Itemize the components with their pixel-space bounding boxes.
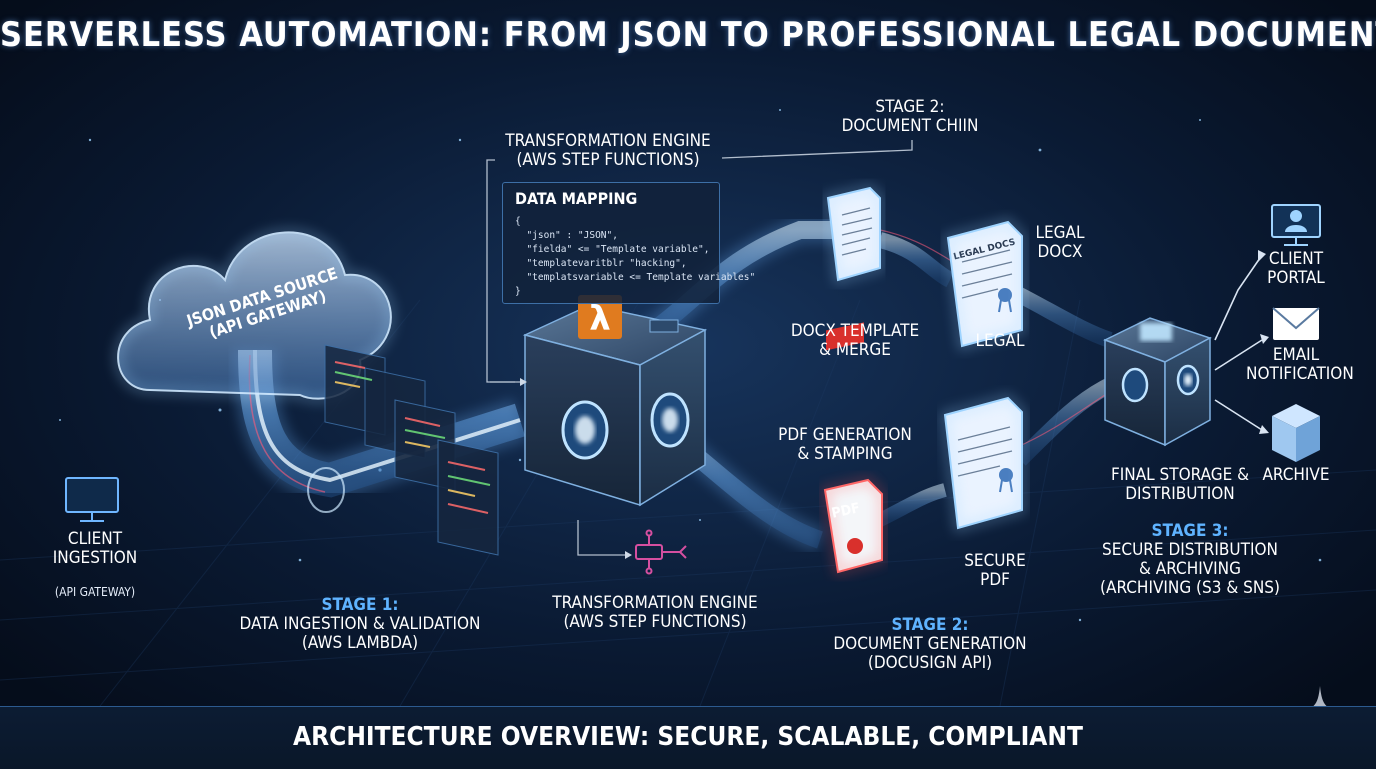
transformation-engine-bottom-label: TRANSFORMATION ENGINE (AWS STEP FUNCTION…	[540, 593, 770, 633]
final-storage-line-1: FINAL STORAGE &	[1110, 465, 1250, 485]
svg-text:λ: λ	[589, 299, 611, 339]
stage2-top-line-2: DOCUMENT CHIIN	[841, 116, 979, 137]
transformation-engine-top-label: TRANSFORMATION ENGINE (AWS STEP FUNCTION…	[493, 131, 723, 171]
stage1-line-2: (AWS LAMBDA)	[301, 633, 419, 654]
data-mapping-panel: DATA MAPPING { "json" : "JSON", "fielda"…	[502, 182, 755, 304]
client-ingestion-label: CLIENT INGESTION	[40, 529, 150, 569]
email-notification-line-1: EMAIL	[1272, 345, 1320, 365]
archive-label: ARCHIVE	[1262, 465, 1330, 485]
legal-docx-line-1: LEGAL	[1035, 223, 1085, 243]
legal-docx-label: LEGAL DOCX	[1025, 223, 1095, 263]
footer-text: Architecture Overview: Secure, Scalable,…	[293, 722, 1083, 752]
code-line: "templatevaritblr "hacking",	[515, 258, 687, 269]
docx-template-line-2: & MERGE	[819, 340, 891, 361]
stage3-block: STAGE 3: SECURE DISTRIBUTION & ARCHIVING…	[1085, 521, 1295, 599]
email-notification-label: EMAIL NOTIFICATION	[1246, 345, 1354, 385]
code-line: "json" : "JSON",	[515, 230, 618, 241]
secure-pdf-label: SECURE PDF	[955, 551, 1035, 591]
stage3-line-1: SECURE DISTRIBUTION	[1102, 540, 1278, 561]
document-icon	[823, 183, 884, 286]
client-ingestion-line-2: INGESTION	[52, 548, 138, 569]
api-gateway-note: (API GATEWAY)	[54, 585, 136, 599]
docx-template-label: DOCX TEMPLATE & MERGE	[780, 321, 930, 361]
stage1-line-1: DATA INGESTION & VALIDATION	[239, 614, 481, 635]
docx-template-line-1: DOCX TEMPLATE	[790, 321, 920, 341]
document-icon: LEGAL DOCS	[943, 217, 1026, 352]
engine-top-line-1: TRANSFORMATION ENGINE	[505, 131, 711, 151]
document-icon	[940, 393, 1026, 534]
stage1-heading: STAGE 1:	[321, 595, 399, 615]
distribution-cube	[1103, 317, 1212, 447]
user-monitor-icon	[1271, 204, 1321, 246]
secure-pdf-line-2: PDF	[980, 570, 1010, 591]
diagram-title: Serverless Automation: From JSON to Prof…	[0, 15, 1376, 55]
engine-bottom-line-1: TRANSFORMATION ENGINE	[552, 593, 758, 613]
stage2-bottom-heading: STAGE 2:	[891, 615, 969, 635]
email-notification-line-2: NOTIFICATION	[1246, 364, 1354, 385]
pdf-icon	[821, 322, 885, 576]
client-portal-label: CLIENT PORTAL	[1256, 249, 1336, 289]
stage1-block: STAGE 1: DATA INGESTION & VALIDATION (AW…	[220, 595, 500, 654]
client-portal-line-1: CLIENT	[1268, 249, 1324, 269]
legal-label: LEGAL	[975, 331, 1025, 351]
data-mapping-heading: DATA MAPPING	[515, 189, 638, 208]
stage3-line-2: & ARCHIVING	[1139, 559, 1241, 580]
final-storage-label: FINAL STORAGE & DISTRIBUTION	[1100, 465, 1260, 505]
stage2-top-label: STAGE 2: DOCUMENT CHIIN	[820, 97, 1000, 137]
code-line: "templatsvariable <= Template variables"	[515, 272, 756, 283]
envelope-icon	[1272, 307, 1320, 340]
engine-bottom-line-2: (AWS STEP FUNCTIONS)	[563, 612, 747, 633]
stage2-top-line-1: STAGE 2:	[875, 97, 945, 117]
client-ingestion-line-1: CLIENT	[67, 529, 123, 549]
stage2-bottom-block: STAGE 2: DOCUMENT GENERATION (DOCUSIGN A…	[820, 615, 1040, 674]
footer-banner: Architecture Overview: Secure, Scalable,…	[0, 706, 1376, 769]
pdf-generation-label: PDF GENERATION & STAMPING	[770, 425, 920, 465]
final-storage-line-2: DISTRIBUTION	[1125, 484, 1235, 505]
lambda-icon: λ	[578, 295, 622, 339]
monitor-icon	[65, 477, 119, 522]
legal-docx-line-2: DOCX	[1037, 242, 1083, 263]
code-line: }	[515, 286, 521, 297]
data-mapping-code: { "json" : "JSON", "fielda" <= "Template…	[515, 215, 755, 299]
pdf-generation-line-1: PDF GENERATION	[778, 425, 912, 445]
stage2-bottom-line-2: (DOCUSIGN API)	[867, 653, 993, 674]
secure-pdf-line-1: SECURE	[964, 551, 1026, 571]
archive-box-icon	[1272, 404, 1320, 462]
stage3-line-3: (ARCHIVING (S3 & SNS)	[1100, 578, 1280, 599]
pdf-generation-line-2: & STAMPING	[797, 444, 893, 465]
stage2-bottom-line-1: DOCUMENT GENERATION	[833, 634, 1027, 655]
code-line: {	[515, 216, 521, 227]
code-line: "fielda" <= "Template variable",	[515, 244, 710, 255]
engine-top-line-2: (AWS STEP FUNCTIONS)	[516, 150, 700, 171]
stage3-heading: STAGE 3:	[1151, 521, 1229, 541]
client-portal-line-2: PORTAL	[1267, 268, 1325, 289]
step-functions-icon	[635, 529, 687, 575]
